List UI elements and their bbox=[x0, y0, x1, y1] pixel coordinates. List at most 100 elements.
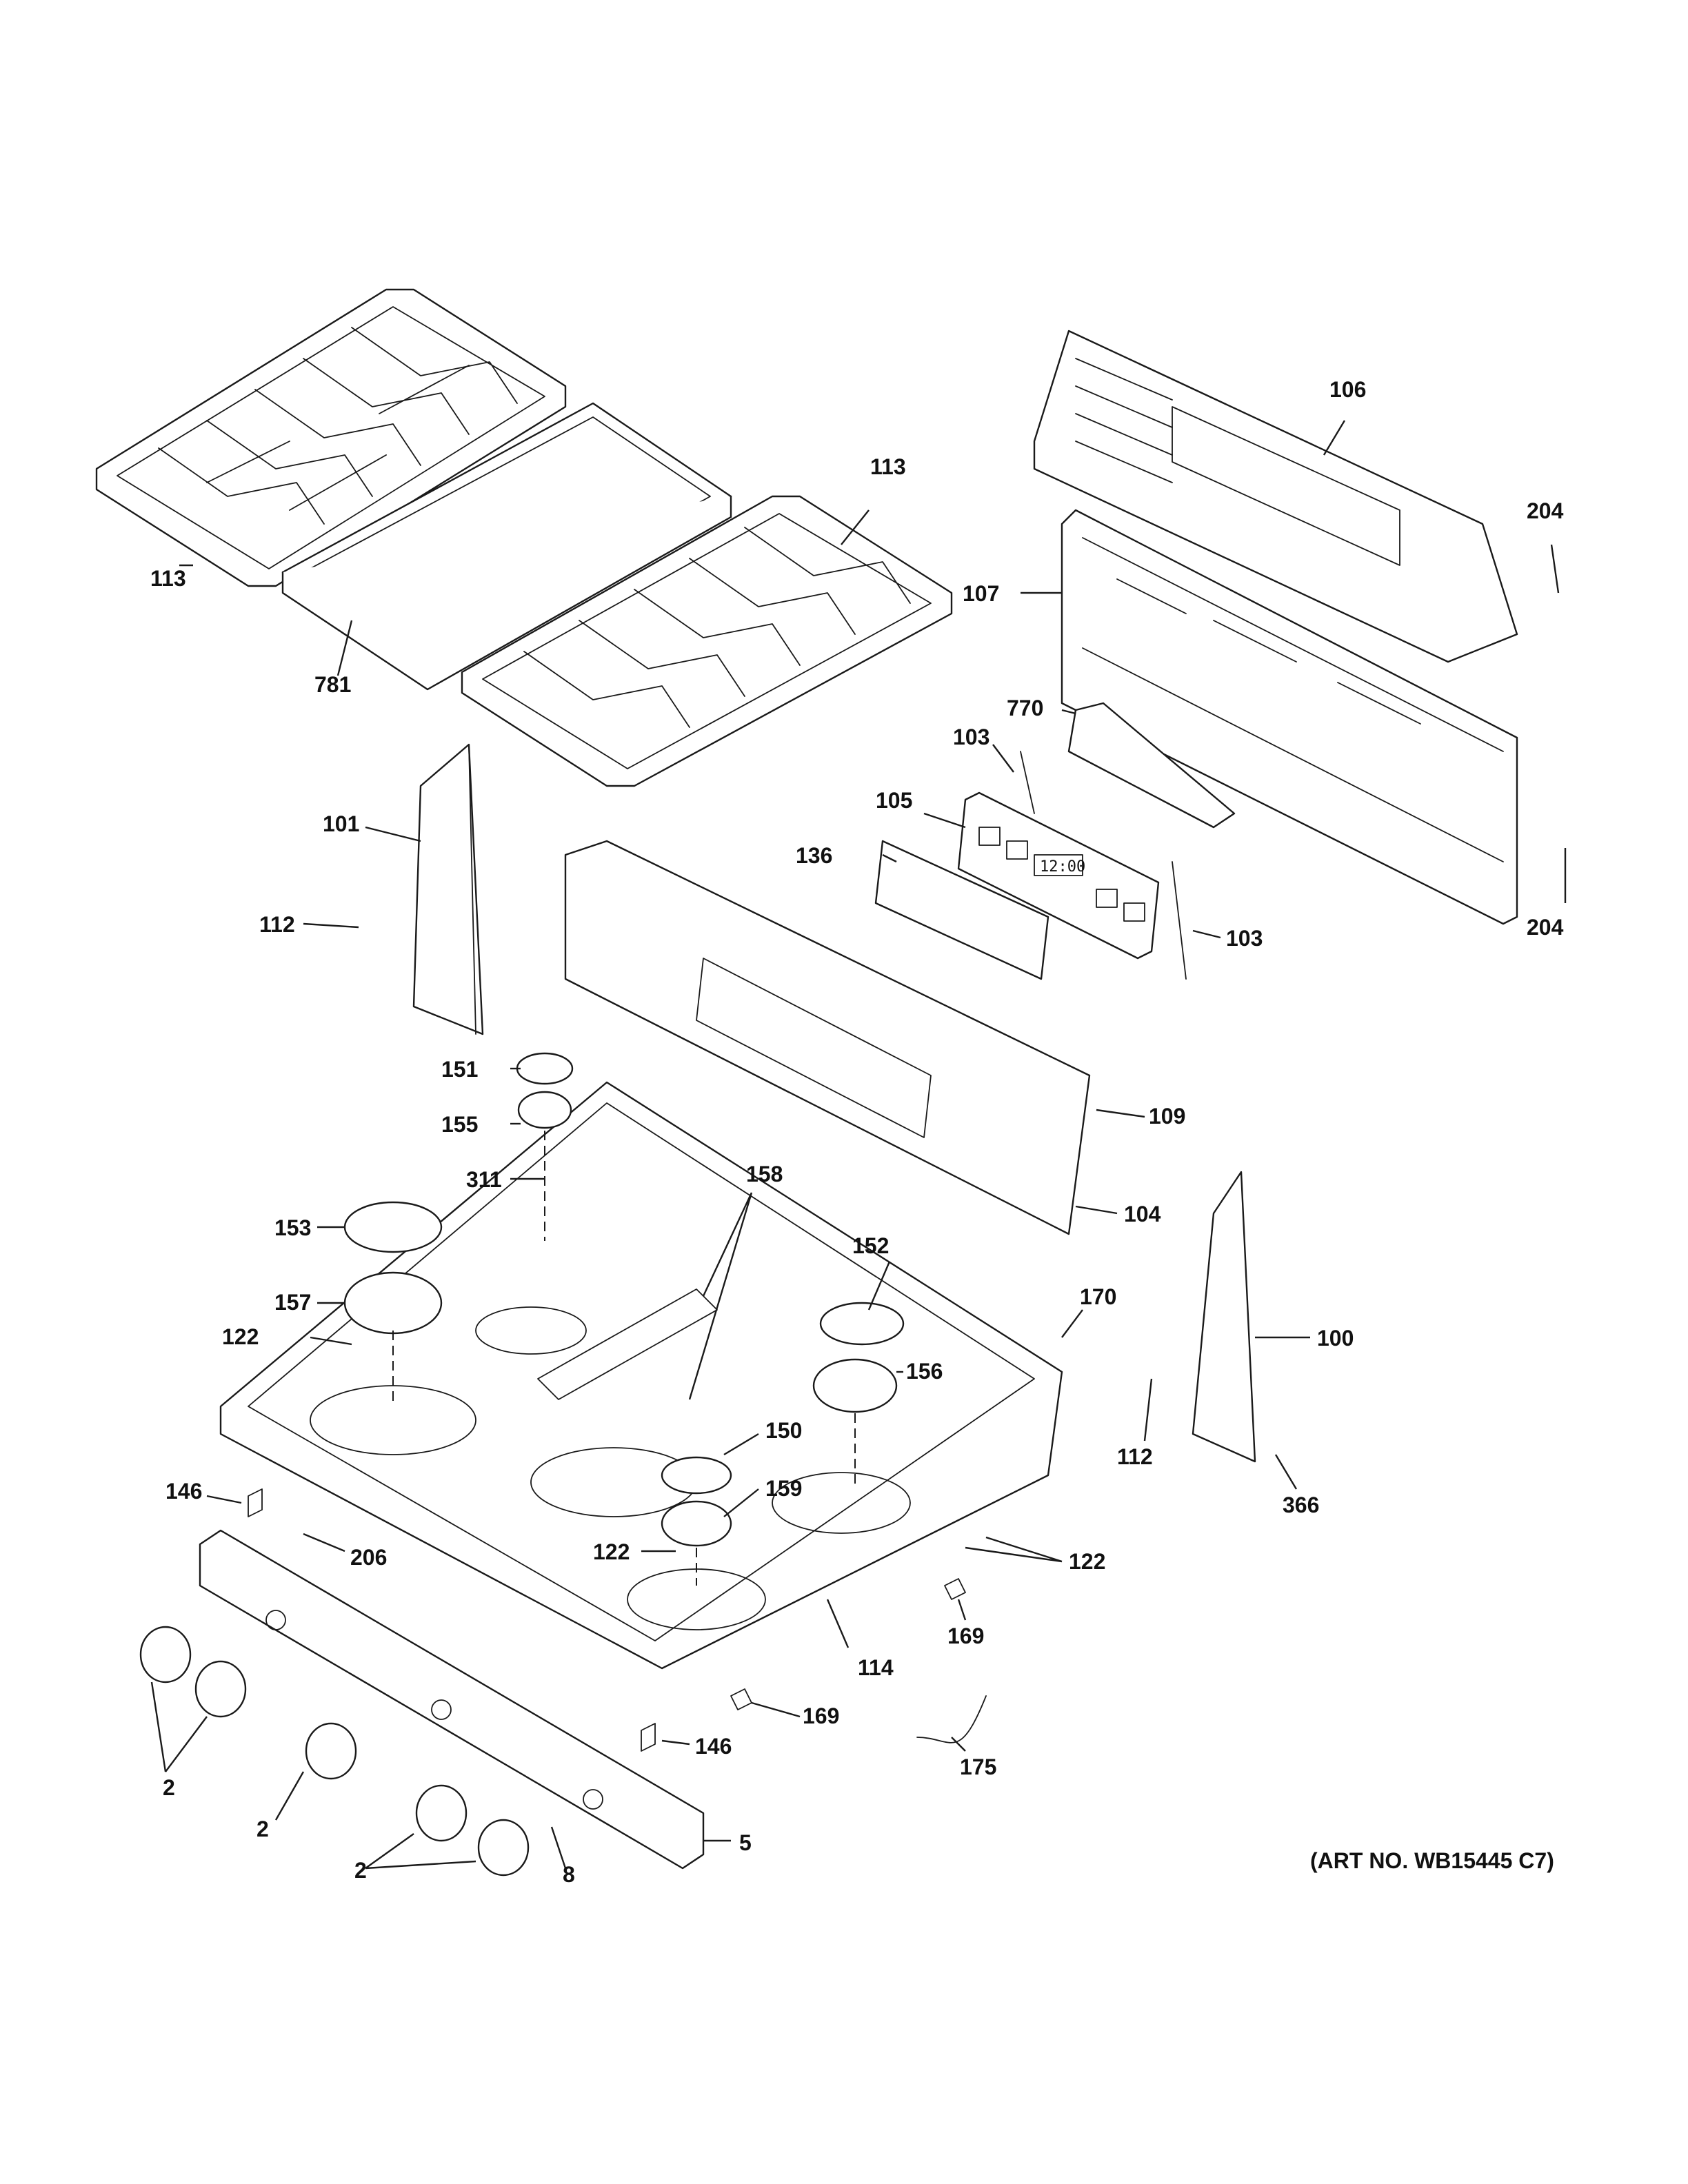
control-overlay bbox=[874, 840, 1049, 980]
leader-line bbox=[965, 1536, 1063, 1563]
callout-label: 158 bbox=[746, 1162, 783, 1186]
leader-line bbox=[661, 1739, 690, 1746]
leader-line bbox=[957, 1599, 967, 1621]
control-knob bbox=[305, 1722, 357, 1780]
callout-label: 155 bbox=[441, 1112, 478, 1137]
callout-label: 169 bbox=[803, 1703, 839, 1728]
callout-label: 5 bbox=[739, 1830, 752, 1855]
leader-line bbox=[365, 1833, 476, 1870]
callout-label: 101 bbox=[323, 811, 359, 836]
control-bracket-top bbox=[1020, 751, 1035, 814]
callout-label: 122 bbox=[593, 1539, 630, 1564]
rear-panel-lower bbox=[1061, 509, 1518, 925]
burner-cap-151 bbox=[516, 1052, 574, 1085]
griddle bbox=[281, 402, 732, 691]
callout-label: 781 bbox=[314, 672, 351, 697]
callout-label: 109 bbox=[1149, 1104, 1185, 1129]
callout-label: 2 bbox=[163, 1775, 175, 1800]
leader-line bbox=[1550, 544, 1560, 594]
leader-line bbox=[336, 620, 353, 676]
leader-line bbox=[882, 853, 897, 863]
left-burner-grate bbox=[95, 288, 567, 587]
burner-cap-153 bbox=[343, 1201, 443, 1253]
leader-line bbox=[303, 1533, 345, 1553]
leader-line bbox=[841, 509, 870, 545]
callout-label: 107 bbox=[963, 581, 999, 606]
callout-label: 2 bbox=[257, 1817, 269, 1841]
callout-label: 153 bbox=[274, 1215, 311, 1240]
leader-line bbox=[150, 1681, 208, 1772]
callout-label: 8 bbox=[563, 1862, 575, 1887]
callout-label: 175 bbox=[960, 1755, 996, 1779]
callout-label: 114 bbox=[858, 1655, 894, 1680]
callout-label: 146 bbox=[695, 1734, 732, 1759]
callout-label: 204 bbox=[1527, 498, 1564, 523]
leader-line bbox=[1192, 929, 1221, 939]
control-backsplash bbox=[564, 840, 1091, 1235]
burner-head-155 bbox=[517, 1091, 572, 1129]
leader-line bbox=[751, 1701, 801, 1718]
rear-panel-upper bbox=[1033, 330, 1518, 663]
leader-line bbox=[923, 812, 966, 829]
leader-line bbox=[303, 922, 359, 929]
manifold-panel bbox=[199, 1529, 705, 1870]
callout-label: 103 bbox=[953, 725, 989, 749]
control-knob bbox=[415, 1784, 468, 1842]
callout-label: 104 bbox=[1124, 1202, 1161, 1226]
callout-label: 103 bbox=[1226, 926, 1263, 951]
leader-line bbox=[826, 1599, 850, 1648]
leader-line bbox=[688, 1192, 753, 1400]
wire-175 bbox=[916, 1695, 987, 1743]
leader-line bbox=[1143, 1378, 1153, 1442]
leader-line bbox=[867, 1261, 891, 1311]
leader-line bbox=[1323, 420, 1346, 456]
clip-169 bbox=[944, 1578, 966, 1600]
callout-label: 100 bbox=[1317, 1326, 1354, 1351]
callout-label: 112 bbox=[259, 912, 295, 937]
display-readout: 12:00 bbox=[1040, 858, 1085, 876]
leader-line bbox=[310, 1336, 352, 1346]
leader-line bbox=[365, 826, 421, 842]
callout-label: 152 bbox=[852, 1233, 889, 1258]
burner-head-159 bbox=[661, 1500, 732, 1547]
callout-label: 311 bbox=[466, 1167, 502, 1192]
clip-169 bbox=[730, 1688, 752, 1710]
callout-label: 157 bbox=[274, 1290, 311, 1315]
leader-line bbox=[1274, 1454, 1298, 1490]
callout-label: 159 bbox=[765, 1476, 802, 1501]
right-burner-grate bbox=[461, 495, 953, 787]
leader-line bbox=[206, 1495, 242, 1504]
callout-label: 136 bbox=[796, 843, 832, 868]
control-board: 12:00 bbox=[957, 791, 1160, 960]
callout-label: 113 bbox=[150, 566, 186, 591]
callout-label: 150 bbox=[765, 1418, 802, 1443]
callout-label: 156 bbox=[906, 1359, 943, 1384]
callout-label: 112 bbox=[1117, 1444, 1153, 1469]
callout-label: 122 bbox=[222, 1324, 259, 1349]
leader-line bbox=[723, 1433, 759, 1456]
burner-head-156 bbox=[812, 1358, 898, 1413]
leader-line bbox=[550, 1826, 567, 1869]
right-side-trim bbox=[1192, 1171, 1256, 1463]
callout-label: 206 bbox=[350, 1545, 387, 1570]
burner-cap-152 bbox=[819, 1302, 905, 1346]
burner-head-157 bbox=[343, 1271, 443, 1335]
callout-label: 146 bbox=[165, 1479, 202, 1504]
leader-line bbox=[951, 1737, 966, 1752]
left-side-trim bbox=[412, 743, 484, 1035]
callout-label: 113 bbox=[870, 454, 906, 479]
leader-line bbox=[274, 1771, 305, 1821]
control-bracket-bottom bbox=[1172, 861, 1187, 980]
bezel-clip-146 bbox=[248, 1488, 263, 1517]
control-knob bbox=[477, 1819, 530, 1877]
bezel-clip-146 bbox=[641, 1723, 656, 1752]
callout-label: 122 bbox=[1069, 1549, 1105, 1574]
control-knob bbox=[139, 1626, 192, 1684]
callout-label: 105 bbox=[876, 788, 912, 813]
control-knob bbox=[194, 1660, 247, 1718]
callout-label: 151 bbox=[441, 1057, 478, 1082]
leader-line bbox=[723, 1488, 759, 1517]
leader-line bbox=[1061, 1309, 1083, 1338]
burner-cap-150 bbox=[661, 1456, 732, 1495]
